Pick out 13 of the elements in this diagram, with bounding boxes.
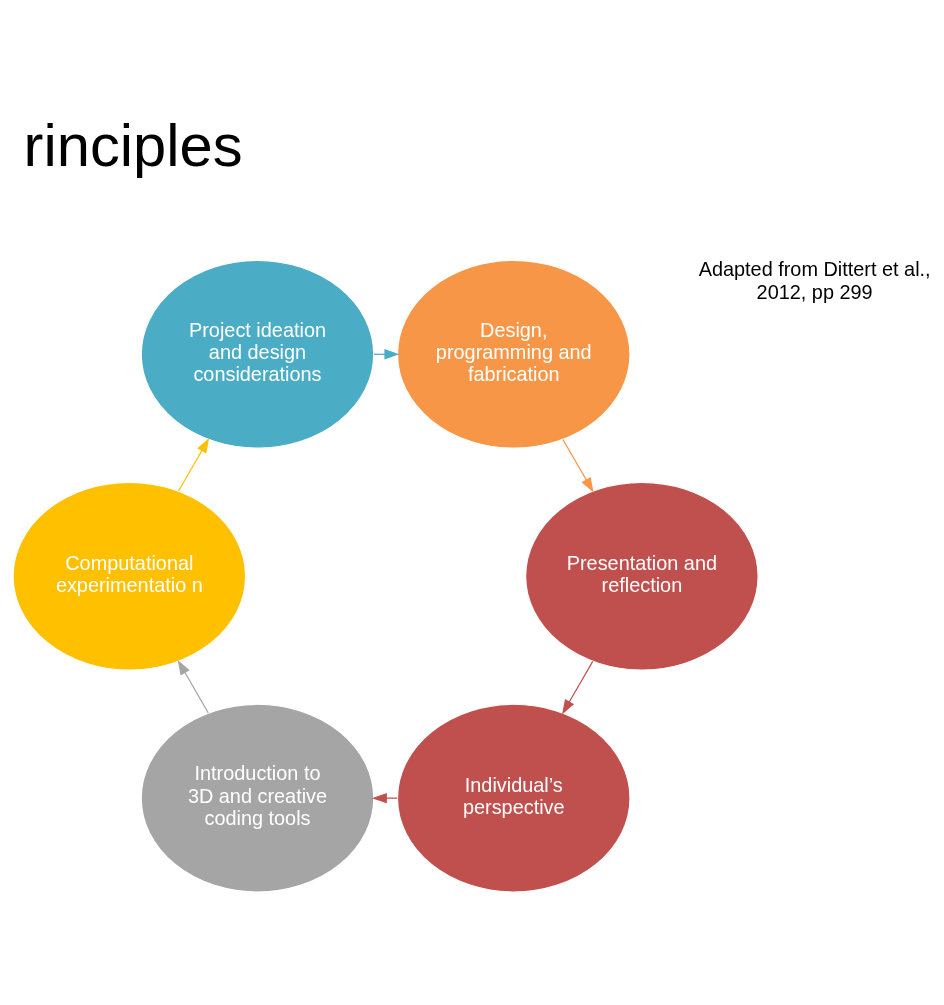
- arrow: [562, 438, 594, 493]
- node-ellipse: Project ideation and design considerations: [140, 259, 375, 449]
- node-ellipse: Individual’s perspective: [396, 703, 631, 893]
- diagram-title: rinciples: [23, 111, 243, 179]
- arrow: [562, 660, 594, 715]
- arrow: [371, 792, 398, 804]
- node-ellipse: Computational experimentatio n: [12, 481, 247, 671]
- node-ellipse: Introduction to 3D and creative coding tools: [140, 703, 375, 893]
- arrow: [177, 659, 209, 714]
- node-ellipse: Design, programming and fabrication: [396, 259, 631, 449]
- node-ellipse: Presentation and reflection: [525, 481, 759, 671]
- label: Adapted from Dittert et al., 2012, pp 299: [698, 258, 931, 303]
- arrow: [177, 437, 210, 492]
